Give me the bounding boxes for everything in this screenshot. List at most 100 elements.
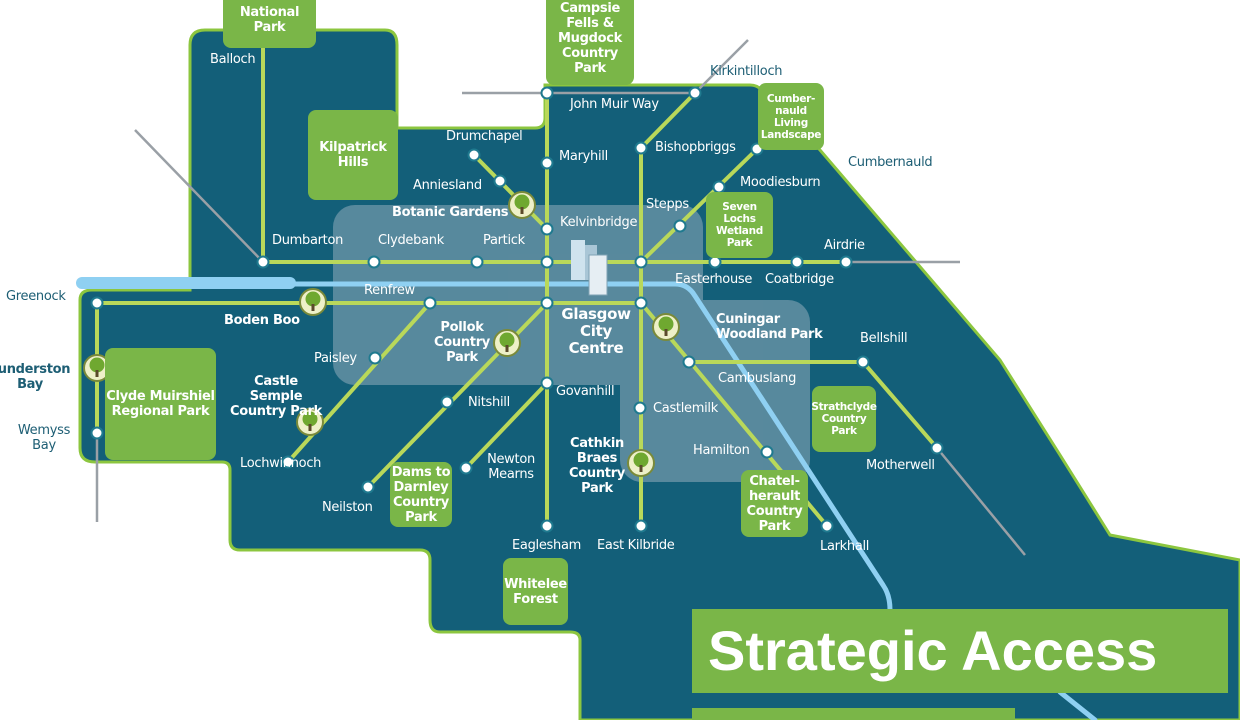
tree-icon — [296, 408, 324, 436]
station-dot — [459, 461, 473, 475]
park-boden-boo: Boden Boo — [224, 313, 300, 328]
station-dot — [634, 255, 648, 269]
park-cumbernauld-living-landscape: Cumber- nauld Living Landscape — [758, 83, 824, 150]
station-dot — [930, 441, 944, 455]
station-anniesland: Anniesland — [413, 178, 482, 193]
park-cathkin-braes: Cathkin Braes Country Park — [569, 436, 625, 496]
station-dot — [540, 376, 554, 390]
station-dot — [540, 255, 554, 269]
station-dot — [688, 86, 702, 100]
park-chatelherault: Chatel- herault Country Park — [741, 470, 808, 537]
station-dot — [790, 255, 804, 269]
park-castle-semple: Castle Semple Country Park — [229, 374, 322, 419]
station-neilston: Neilston — [322, 500, 373, 515]
map-title: Strategic Access — [692, 609, 1228, 693]
station-dot — [367, 255, 381, 269]
station-dot — [540, 222, 554, 236]
station-dot — [256, 255, 270, 269]
station-cambuslang: Cambuslang — [718, 371, 797, 386]
station-dot — [760, 445, 774, 459]
city-centre-buildings-icon — [571, 240, 608, 296]
station-east-kilbride: East Kilbride — [597, 538, 675, 553]
subtitle-bar — [692, 708, 1015, 720]
park-whitelee-forest: Whitelee Forest — [503, 558, 568, 625]
station-clydebank: Clydebank — [378, 233, 444, 248]
station-dot — [708, 255, 722, 269]
station-dot — [493, 174, 507, 188]
station-dot — [634, 296, 648, 310]
station-dot — [634, 141, 648, 155]
station-dot — [633, 401, 647, 415]
station-partick: Partick — [483, 233, 525, 248]
station-dot — [673, 219, 687, 233]
river-clyde — [76, 277, 1098, 720]
station-dot — [712, 180, 726, 194]
station-drumchapel: Drumchapel — [446, 129, 523, 144]
park-tree-markers — [83, 191, 680, 477]
station-dot — [368, 351, 382, 365]
station-newton-mearns: Newton Mearns — [487, 452, 535, 482]
station-larkhall: Larkhall — [820, 539, 870, 554]
station-dot — [634, 519, 648, 533]
route-john-muir-way: John Muir Way — [570, 97, 659, 112]
station-castlemilk: Castlemilk — [653, 401, 718, 416]
station-dot — [281, 455, 295, 469]
station-dumbarton: Dumbarton — [272, 233, 344, 248]
glasgow-city-centre-label: Glasgow City Centre — [561, 305, 631, 357]
station-dot — [467, 148, 481, 162]
station-dot — [682, 355, 696, 369]
station-nitshill: Nitshill — [468, 395, 510, 410]
station-lunderston-bay: Lunderston Bay — [0, 362, 71, 392]
park-pollok: Pollok Country Park — [434, 320, 490, 365]
park-national-park: National Park — [223, 0, 316, 48]
station-dot — [820, 519, 834, 533]
station-dot — [839, 255, 853, 269]
station-dot — [540, 519, 554, 533]
station-lochwinnoch: Lochwinnoch — [240, 456, 322, 471]
station-greenock: Greenock — [6, 289, 66, 304]
tree-icon — [493, 329, 521, 357]
station-dot — [440, 395, 454, 409]
station-bishopbriggs: Bishopbriggs — [655, 140, 736, 155]
grey-routes — [95, 39, 1026, 556]
station-renfrew: Renfrew — [364, 283, 415, 298]
park-cuningar: Cuningar Woodland Park — [716, 312, 823, 342]
park-seven-lochs: Seven Lochs Wetland Park — [706, 192, 773, 258]
station-bellshill: Bellshill — [860, 331, 908, 346]
park-campsie-fells: Campsie Fells & Mugdock Country Park — [546, 0, 634, 85]
station-dot — [423, 296, 437, 310]
park-kilpatrick-hills: Kilpatrick Hills — [308, 110, 398, 200]
station-markers — [90, 33, 944, 533]
station-airdrie: Airdrie — [824, 238, 865, 253]
station-dot — [361, 480, 375, 494]
tree-icon — [508, 191, 536, 219]
tree-icon — [652, 313, 680, 341]
station-dot — [90, 426, 104, 440]
station-kelvinbridge: Kelvinbridge — [560, 215, 638, 230]
station-wemyss-bay: Wemyss Bay — [17, 423, 71, 453]
station-dot — [856, 355, 870, 369]
station-dot — [540, 156, 554, 170]
station-dot — [90, 296, 104, 310]
station-moodiesburn: Moodiesburn — [740, 175, 821, 190]
station-maryhill: Maryhill — [559, 149, 608, 164]
park-clyde-muirshiel: Clyde Muirshiel Regional Park — [105, 348, 216, 460]
station-eaglesham: Eaglesham — [512, 538, 581, 553]
station-hamilton: Hamilton — [693, 443, 750, 458]
station-kirkintilloch: Kirkintilloch — [710, 64, 783, 79]
station-stepps: Stepps — [646, 197, 689, 212]
park-botanic-gardens: Botanic Gardens — [392, 205, 509, 220]
station-dot — [470, 255, 484, 269]
station-dot — [540, 296, 554, 310]
station-paisley: Paisley — [314, 351, 357, 366]
tree-icon — [627, 449, 655, 477]
station-motherwell: Motherwell — [866, 458, 935, 473]
station-govanhill: Govanhill — [556, 384, 615, 399]
park-dams-to-darnley: Dams to Darnley Country Park — [390, 462, 452, 527]
station-cumbernauld: Cumbernauld — [848, 155, 933, 170]
station-dot — [540, 86, 554, 100]
station-coatbridge: Coatbridge — [765, 272, 834, 287]
station-balloch: Balloch — [210, 52, 256, 67]
